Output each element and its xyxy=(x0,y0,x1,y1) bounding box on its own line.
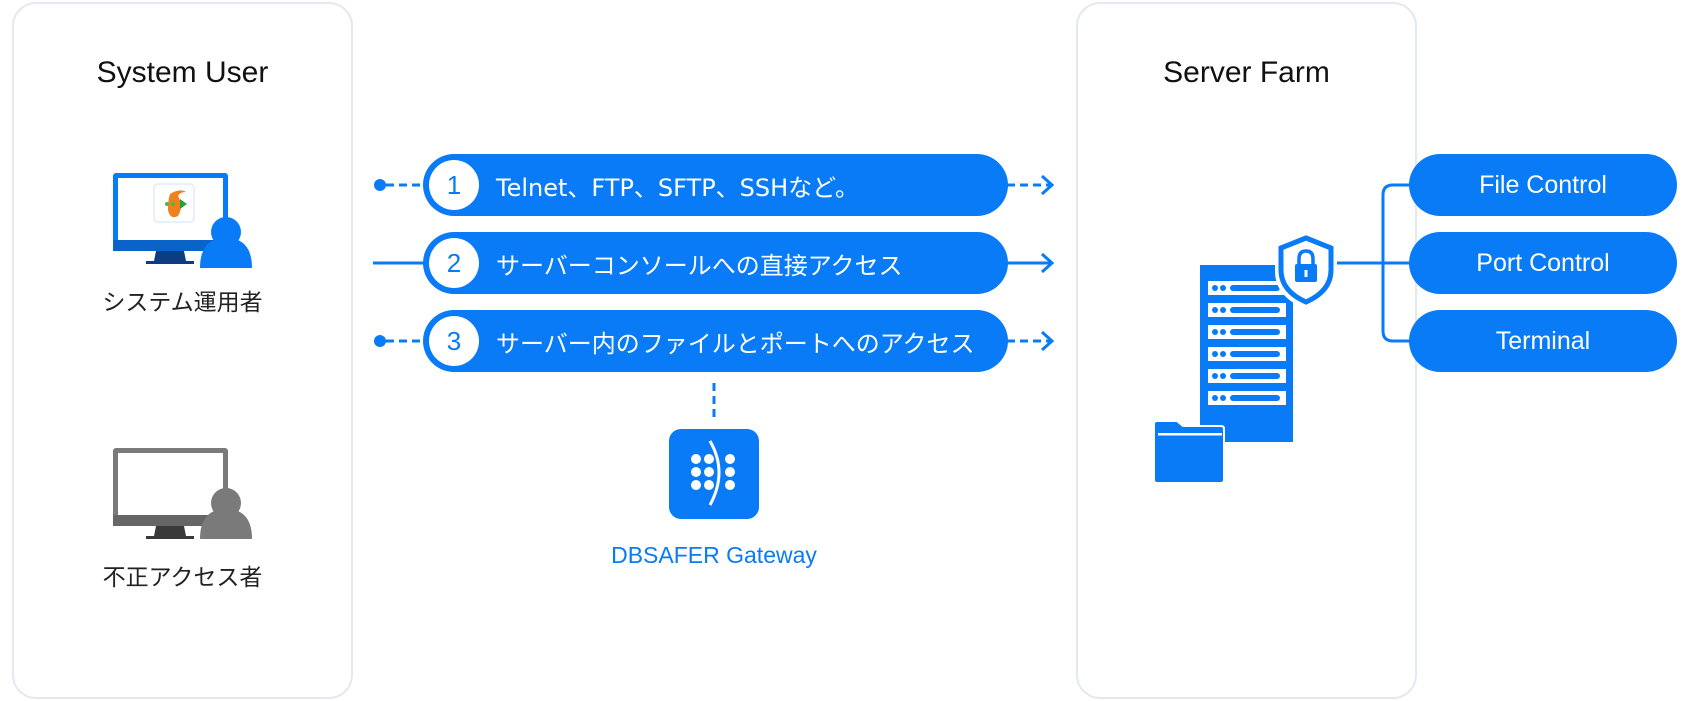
access-path-2-label: サーバーコンソールへの直接アクセス xyxy=(496,251,903,280)
step-number-1: 1 xyxy=(429,160,479,210)
control-bracket xyxy=(1381,183,1410,343)
access-path-1-label: Telnet、FTP、SFTP、SSHなど。 xyxy=(496,173,859,202)
server-farm-title: Server Farm xyxy=(1163,56,1330,89)
server-rack-icon xyxy=(1153,232,1337,484)
port-control-pill: Port Control xyxy=(1409,232,1677,294)
row3-arrowhead xyxy=(1040,330,1055,352)
unauthorized-user-monitor-icon xyxy=(113,448,252,539)
step-number-2: 2 xyxy=(429,238,479,288)
unauthorized-user-label: 不正アクセス者 xyxy=(102,565,263,591)
gateway-label: DBSAFER Gateway xyxy=(611,542,817,568)
row2-arrowhead xyxy=(1040,252,1055,274)
row3-start-dot xyxy=(374,335,386,347)
authorized-user-label: システム運用者 xyxy=(102,290,263,316)
file-control-pill: File Control xyxy=(1409,154,1677,216)
dbsafer-gateway-icon xyxy=(669,429,759,519)
access-path-1: 1 Telnet、FTP、SFTP、SSHなど。 xyxy=(423,154,1008,216)
access-path-3: 3 サーバー内のファイルとポートへのアクセス xyxy=(423,310,1008,372)
row1-arrowhead xyxy=(1040,174,1055,196)
terminal-pill: Terminal xyxy=(1409,310,1677,372)
step-number-3: 3 xyxy=(429,316,479,366)
access-path-2: 2 サーバーコンソールへの直接アクセス xyxy=(423,232,1008,294)
system-user-panel: System User xyxy=(12,2,353,699)
authorized-user-monitor-icon xyxy=(113,173,252,268)
row1-start-dot xyxy=(374,179,386,191)
access-path-3-label: サーバー内のファイルとポートへのアクセス xyxy=(496,329,975,358)
system-user-title: System User xyxy=(96,56,269,89)
